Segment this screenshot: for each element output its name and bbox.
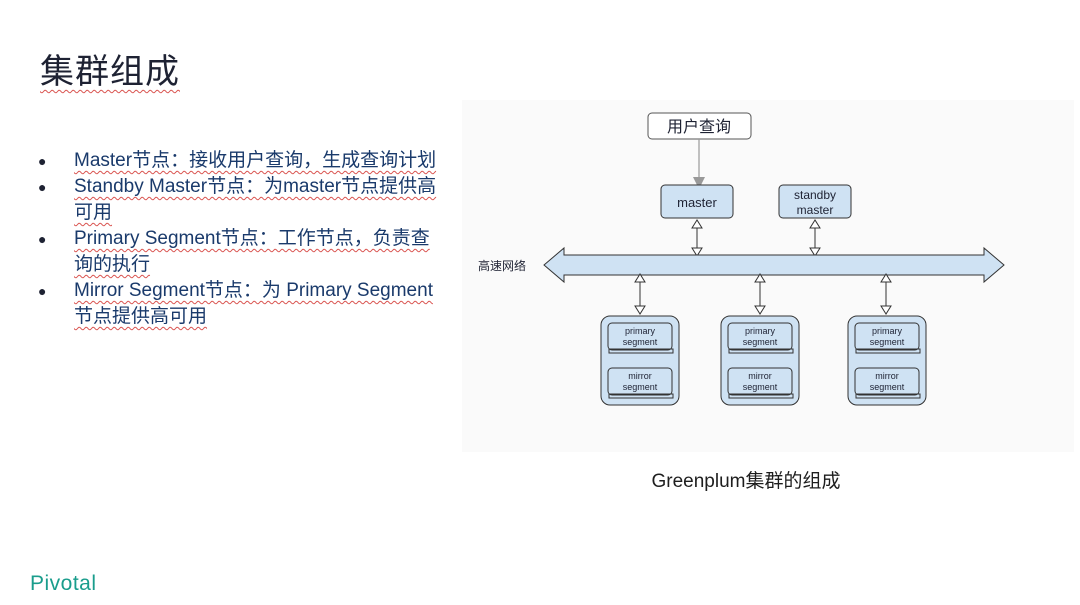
primary-label-line1: primary xyxy=(625,326,656,336)
master-node: master xyxy=(660,184,734,219)
segment-connector-1 xyxy=(634,273,646,315)
mirror-label-line1: mirror xyxy=(628,371,652,381)
mirror-label-line2: segment xyxy=(870,382,905,392)
bullet-item-standby: Standby Master节点：为master节点提供高可用 xyxy=(38,174,448,226)
standby-bus-connector xyxy=(809,219,821,257)
bullet-text: Standby Master节点：为master节点提供高可用 xyxy=(74,176,437,223)
bullet-list: Master节点：接收用户查询，生成查询计划 Standby Master节点：… xyxy=(38,148,448,330)
segment-host-3: primary segment mirror segment xyxy=(847,315,927,406)
user-query-node: 用户查询 xyxy=(647,112,752,140)
primary-label-line2: segment xyxy=(743,337,778,347)
network-bus xyxy=(543,246,1005,284)
mirror-label-line2: segment xyxy=(743,382,778,392)
pivotal-logo: Pivotal xyxy=(30,572,97,595)
primary-label-line1: primary xyxy=(872,326,903,336)
master-bus-connector xyxy=(691,219,703,257)
standby-master-node: standby master xyxy=(778,184,852,219)
mirror-label-line1: mirror xyxy=(875,371,899,381)
bullet-text: Master节点：接收用户查询，生成查询计划 xyxy=(74,150,437,171)
segment-connector-2 xyxy=(754,273,766,315)
segment-host-2: primary segment mirror segment xyxy=(720,315,800,406)
bullet-item-master: Master节点：接收用户查询，生成查询计划 xyxy=(38,148,448,174)
standby-label-line2: master xyxy=(797,203,834,217)
primary-label-line2: segment xyxy=(623,337,658,347)
bullet-text: Primary Segment节点：工作节点，负责查询的执行 xyxy=(74,228,430,275)
mirror-label-line1: mirror xyxy=(748,371,772,381)
network-label: 高速网络 xyxy=(478,258,526,273)
user-query-label: 用户查询 xyxy=(667,118,731,136)
diagram-caption: Greenplum集群的组成 xyxy=(651,471,841,492)
master-label: master xyxy=(677,195,717,210)
slide-title: 集群组成 xyxy=(40,52,180,92)
segment-host-1: primary segment mirror segment xyxy=(600,315,680,406)
bullet-text: Mirror Segment节点：为 Primary Segment节点提供高可… xyxy=(74,280,433,327)
segment-connector-3 xyxy=(880,273,892,315)
primary-label-line1: primary xyxy=(745,326,776,336)
mirror-label-line2: segment xyxy=(623,382,658,392)
standby-label-line1: standby xyxy=(794,188,836,202)
bullet-item-primary: Primary Segment节点：工作节点，负责查询的执行 xyxy=(38,226,448,278)
bullet-item-mirror: Mirror Segment节点：为 Primary Segment节点提供高可… xyxy=(38,278,448,330)
primary-label-line2: segment xyxy=(870,337,905,347)
